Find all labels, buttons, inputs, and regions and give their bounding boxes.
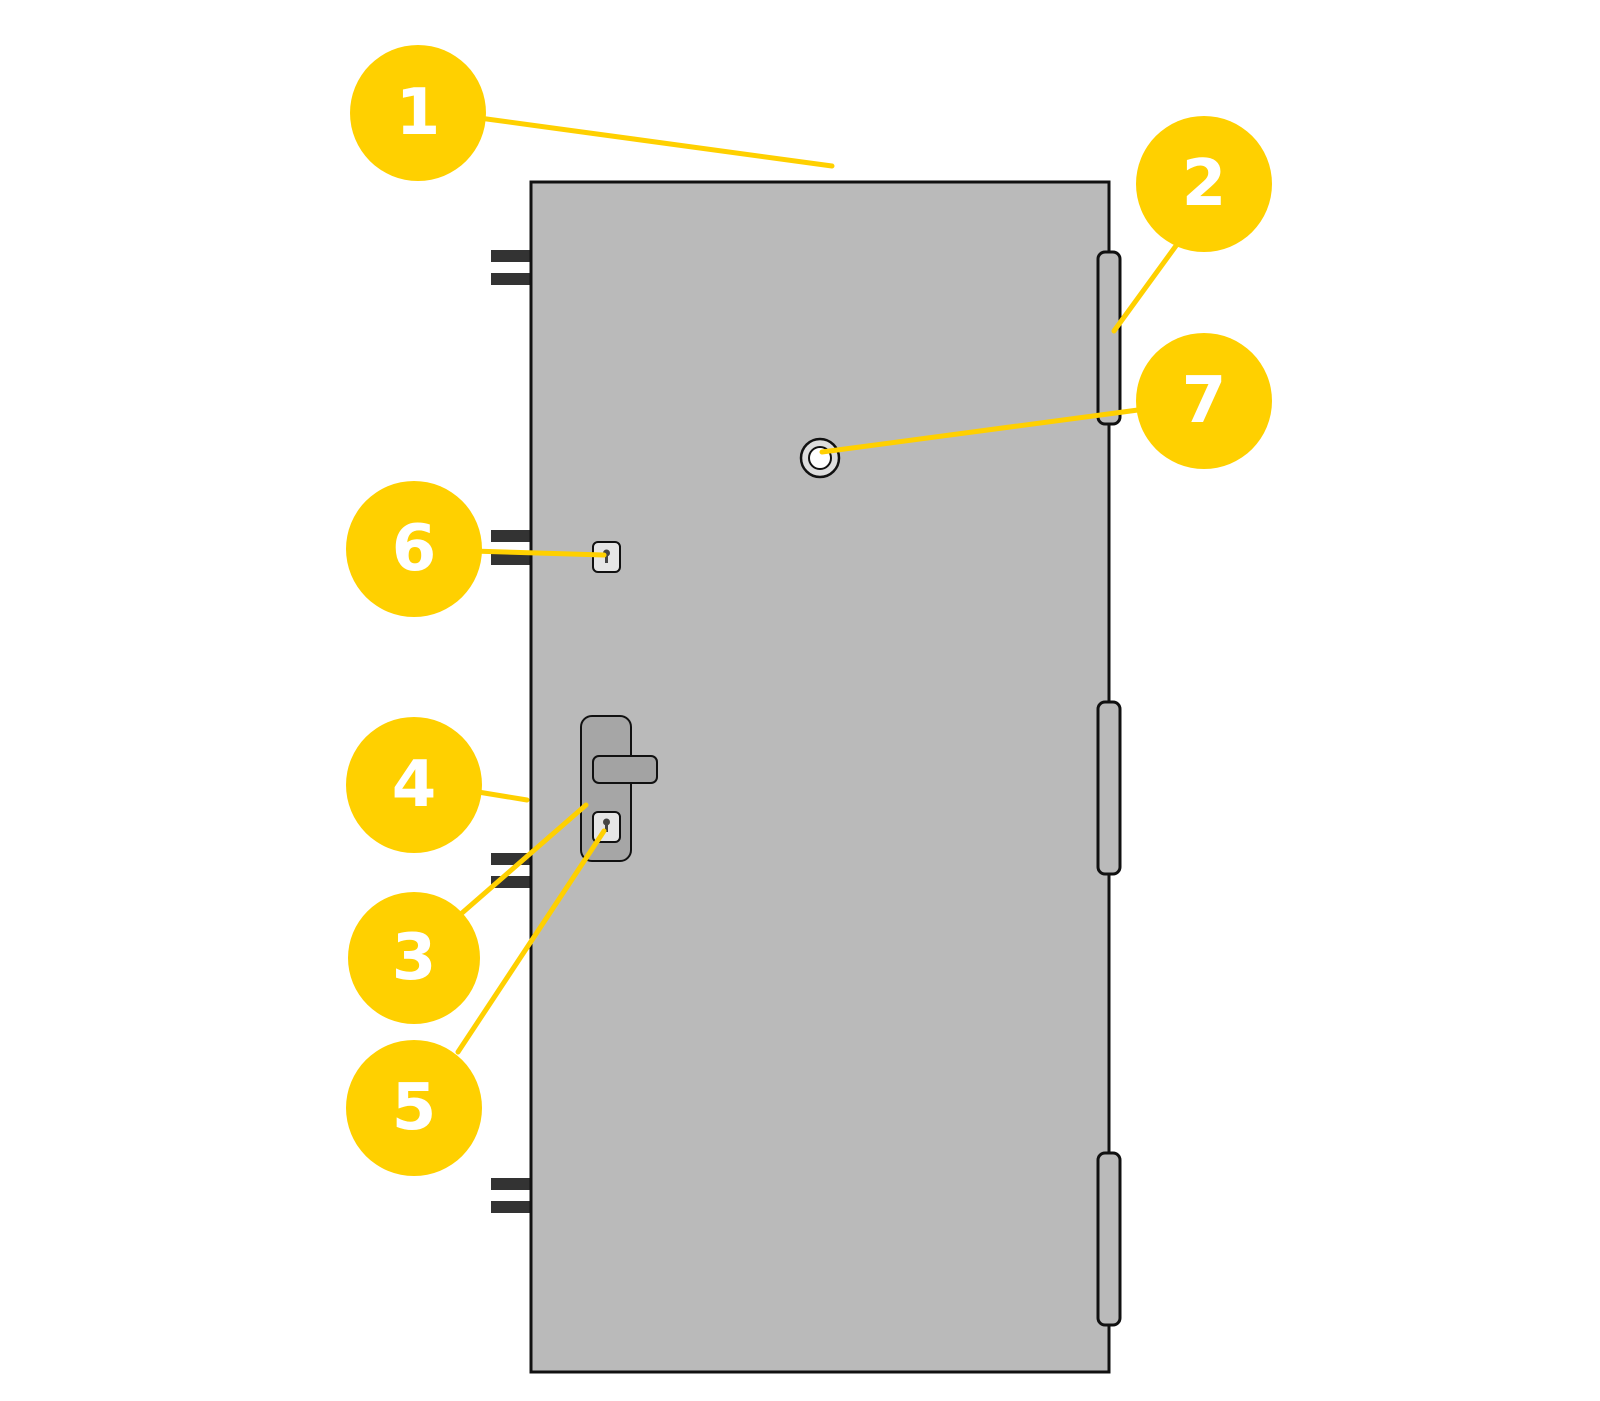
leader-line-2: [1111, 240, 1181, 334]
marker-7: 7: [1136, 333, 1272, 469]
leader-line-5: [455, 828, 607, 1055]
handle-lever: [592, 755, 658, 784]
marker-2: 2: [1136, 116, 1272, 252]
marker-6-label: 6: [392, 512, 437, 586]
leader-line-1: [469, 114, 835, 169]
marker-6: 6: [346, 481, 482, 617]
hinge-icon: [1096, 700, 1122, 876]
leader-line-6: [469, 548, 607, 558]
leader-line-7: [819, 407, 1141, 455]
anti-burglary-bolt-icon: [491, 250, 531, 285]
marker-3: 3: [348, 892, 480, 1024]
hinge-icon: [1096, 1151, 1122, 1327]
door-handle-icon: [580, 715, 658, 862]
anti-burglary-bolts: [491, 250, 531, 1213]
marker-1: 1: [350, 45, 486, 181]
door-hinges: [1096, 250, 1122, 1327]
marker-3-label: 3: [392, 921, 437, 995]
anti-burglary-bolt-icon: [491, 1178, 531, 1213]
hinge-icon: [1096, 250, 1122, 426]
marker-4-label: 4: [392, 748, 437, 822]
peephole-icon: [799, 437, 841, 479]
anti-burglary-bolt-icon: [491, 530, 531, 565]
leader-lines: [455, 114, 1181, 1055]
leader-line-3: [459, 802, 589, 916]
marker-5-label: 5: [392, 1071, 437, 1145]
marker-7-label: 7: [1182, 364, 1227, 438]
marker-1-label: 1: [396, 76, 441, 150]
marker-4: 4: [346, 717, 482, 853]
marker-2-label: 2: [1182, 147, 1227, 221]
marker-5: 5: [346, 1040, 482, 1176]
